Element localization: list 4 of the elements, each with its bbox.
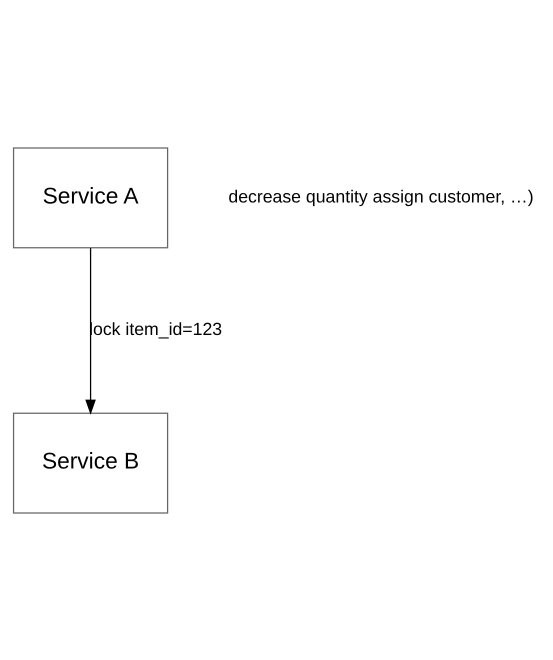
node-box: Service B	[12, 412, 168, 514]
label: decrease quantity assign customer, …)	[228, 186, 534, 206]
arrow	[85, 247, 96, 414]
node-box: Service A	[12, 146, 168, 248]
